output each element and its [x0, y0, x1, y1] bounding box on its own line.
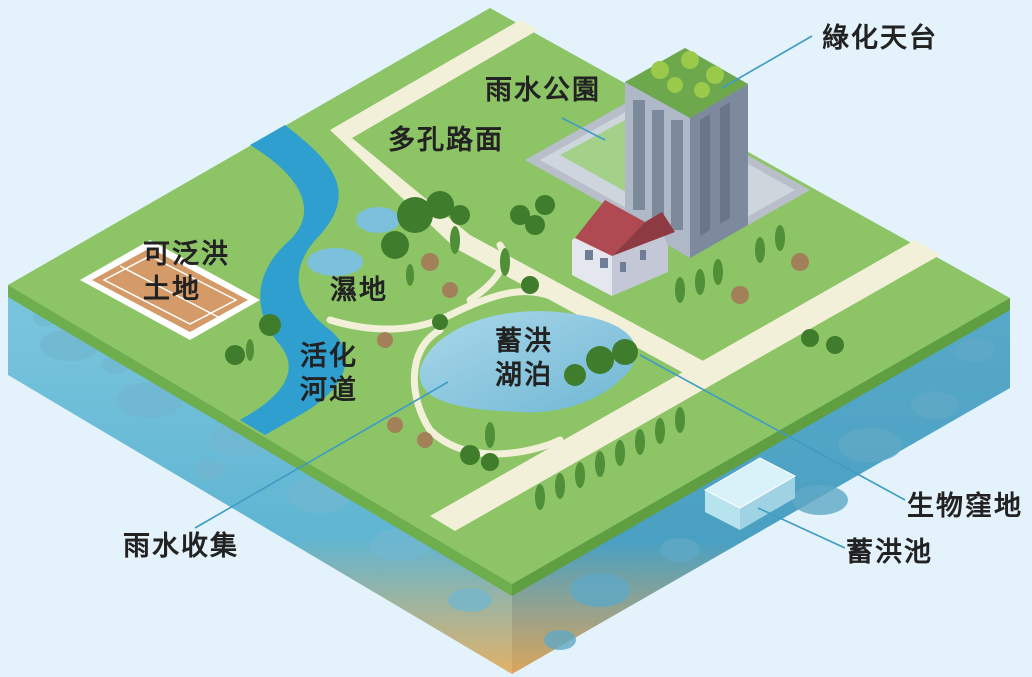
- label-green-roof: 綠化天台: [822, 23, 938, 54]
- label-floodplain-line1: 可泛洪: [143, 239, 230, 270]
- river: [240, 125, 346, 435]
- storage-tank: [703, 457, 797, 530]
- wetland-ponds: [307, 207, 400, 276]
- leader-lines: [194, 35, 906, 549]
- house: [572, 200, 675, 296]
- label-floodplain-line2: 土地: [143, 274, 201, 305]
- label-lake-line1: 蓄洪: [495, 326, 553, 357]
- trees: [225, 191, 844, 510]
- floodplain-court: [80, 240, 260, 340]
- label-wetland: 濕地: [330, 275, 388, 306]
- label-bioswale: 生物窪地: [907, 491, 1023, 522]
- label-river-line1: 活化: [300, 341, 358, 372]
- retention-lake: [419, 311, 637, 413]
- label-rain-garden: 雨水公園: [485, 75, 601, 106]
- label-porous-pavement: 多孔路面: [388, 125, 504, 156]
- label-rainwater-harvesting: 雨水收集: [123, 531, 239, 562]
- label-storage-tank: 蓄洪池: [846, 537, 933, 568]
- green-roof-building: [625, 48, 748, 258]
- label-river-line2: 河道: [300, 375, 358, 406]
- label-lake-line2: 湖泊: [495, 360, 553, 391]
